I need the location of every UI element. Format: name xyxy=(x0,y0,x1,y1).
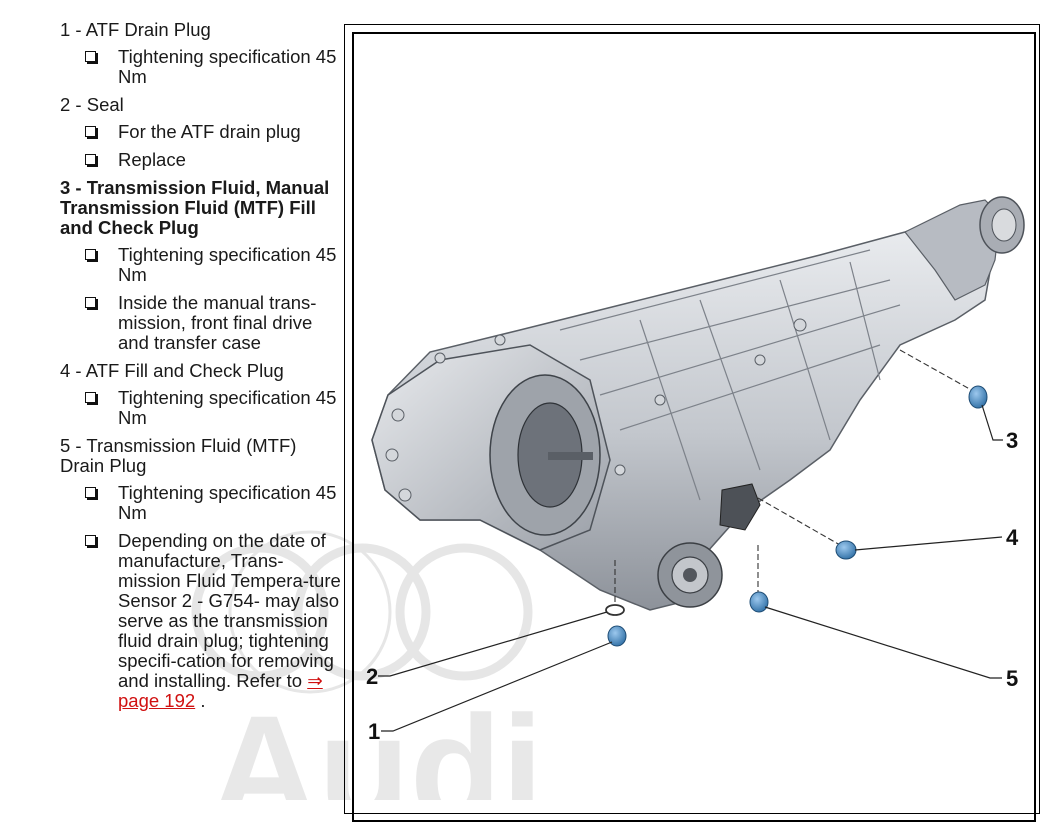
legend-subitem: Tightening specification 45 Nm xyxy=(60,47,342,87)
legend-item-2: 2 - Seal For the ATF drain plug Replace xyxy=(60,95,342,170)
legend-subitem: Tightening specification 45 Nm xyxy=(60,483,342,523)
plug-5 xyxy=(749,591,769,613)
output-flange xyxy=(657,542,723,608)
plug-4 xyxy=(835,540,857,560)
legend-item-title: 4 - ATF Fill and Check Plug xyxy=(60,360,284,381)
plug-1 xyxy=(607,625,627,647)
seal-2 xyxy=(605,604,625,616)
legend-subitem: Replace xyxy=(60,150,342,170)
checkbox-icon xyxy=(85,297,96,308)
legend-item-title: 3 - Transmission Fluid, Manual Transmiss… xyxy=(60,177,330,238)
legend-subitem: For the ATF drain plug xyxy=(60,122,342,142)
checkbox-icon xyxy=(85,535,96,546)
callout-4: 4 xyxy=(1006,525,1019,550)
legend-subitem: Tightening specification 45 Nm xyxy=(60,245,342,285)
legend-subitem: Tightening specification 45 Nm xyxy=(60,388,342,428)
note-suffix: . xyxy=(200,690,206,711)
transmission-housing xyxy=(371,196,1025,611)
legend-subitem: Inside the manual trans-mission, front f… xyxy=(60,293,342,353)
legend-item-4: 4 - ATF Fill and Check Plug Tightening s… xyxy=(60,361,342,428)
parts-legend: 1 - ATF Drain Plug Tightening specificat… xyxy=(60,20,342,719)
legend-item-1: 1 - ATF Drain Plug Tightening specificat… xyxy=(60,20,342,87)
dash-dot-lines xyxy=(614,349,976,605)
plug-3 xyxy=(968,385,988,409)
legend-item-title: 2 - Seal xyxy=(60,94,124,115)
legend-item-5: 5 - Transmission Fluid (MTF) Drain Plug … xyxy=(60,436,342,711)
callout-2: 2 xyxy=(366,664,379,689)
checkbox-icon xyxy=(85,487,96,498)
checkbox-icon xyxy=(85,126,96,137)
legend-item-title: 1 - ATF Drain Plug xyxy=(60,19,211,40)
callout-5: 5 xyxy=(1006,666,1019,691)
legend-item-3: 3 - Transmission Fluid, Manual Transmiss… xyxy=(60,178,342,353)
checkbox-icon xyxy=(85,392,96,403)
checkbox-icon xyxy=(85,51,96,62)
callout-1: 1 xyxy=(368,719,381,744)
page-192-link[interactable]: ⇒ page 192 xyxy=(118,670,323,711)
note-text: Depending on the date of manufacture, Tr… xyxy=(118,530,341,691)
transmission-illustration xyxy=(371,196,1025,732)
leader-lines xyxy=(378,404,1003,732)
callout-3: 3 xyxy=(1006,428,1019,453)
legend-item-title: 5 - Transmission Fluid (MTF) Drain Plug xyxy=(60,435,297,476)
checkbox-icon xyxy=(85,154,96,165)
legend-subitem-note: Depending on the date of manufacture, Tr… xyxy=(60,531,342,711)
checkbox-icon xyxy=(85,249,96,260)
